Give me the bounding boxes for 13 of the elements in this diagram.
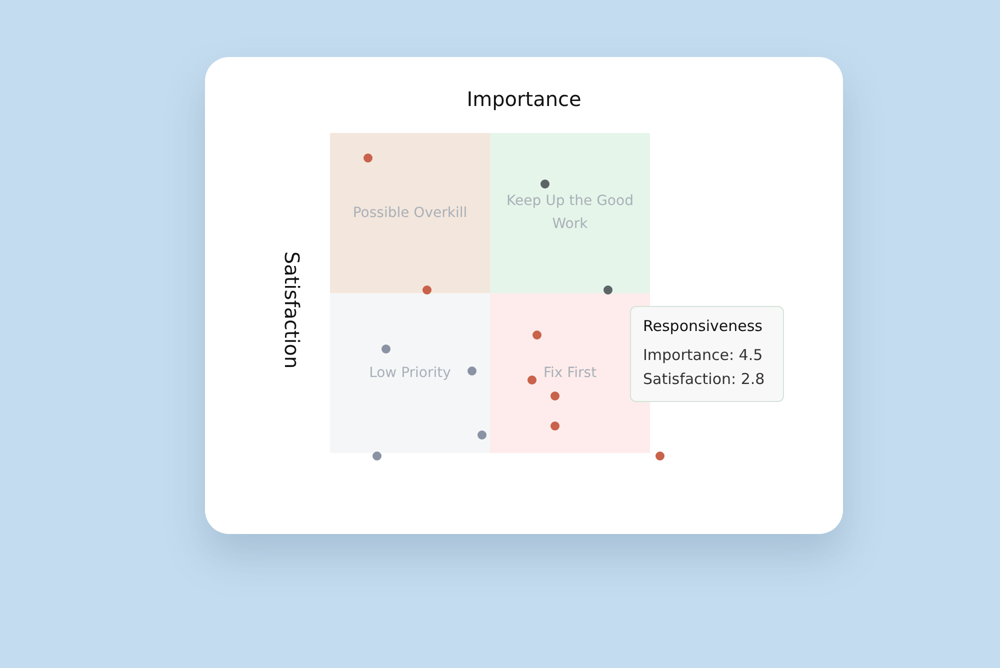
- quadrant-region: [490, 133, 650, 293]
- tooltip-value: Importance: 4.5: [643, 345, 764, 366]
- quadrant-region: [330, 293, 490, 453]
- axis-label: Importance: [466, 87, 582, 111]
- quadrant-label: Possible Overkill: [352, 204, 468, 222]
- quadrant-region: [330, 133, 490, 293]
- quadrant-label: Fix First: [543, 364, 597, 382]
- quadrant-label: Keep Up the Good Work: [506, 192, 634, 234]
- tooltip-value: Satisfaction: 2.8: [643, 369, 766, 390]
- tooltip: [630, 306, 784, 402]
- quadrant-label: Low Priority: [369, 364, 451, 382]
- axis-label: Satisfaction: [280, 251, 304, 369]
- tooltip-title: Responsiveness: [643, 317, 764, 335]
